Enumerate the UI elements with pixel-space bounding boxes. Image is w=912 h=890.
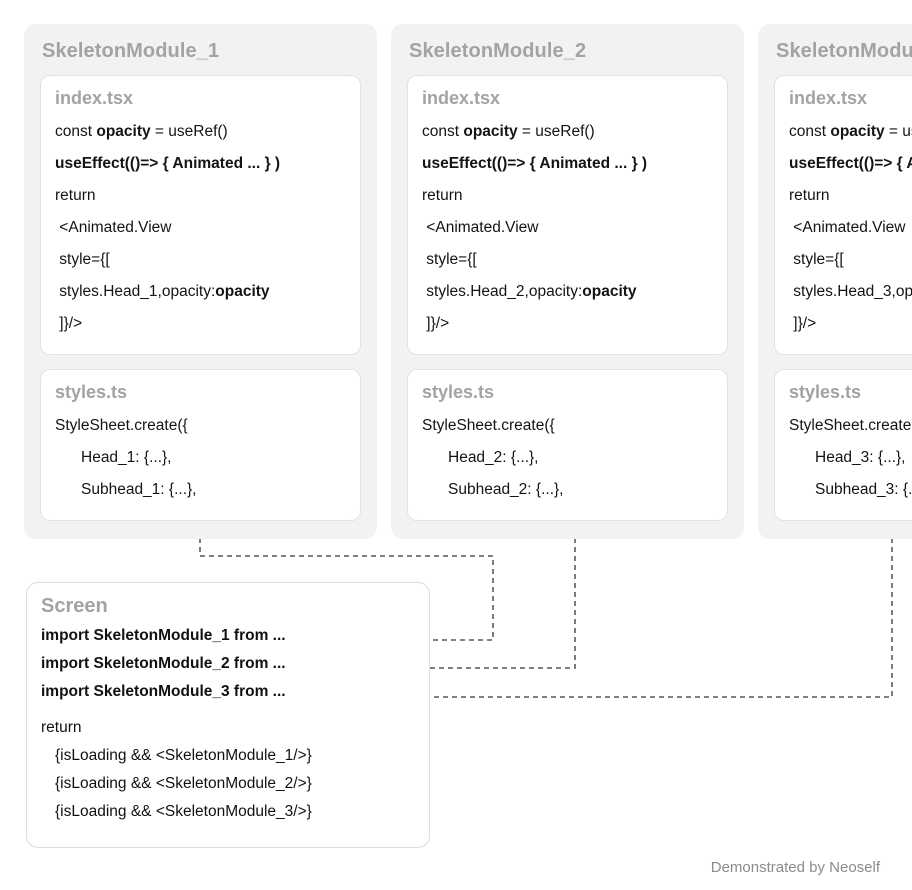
module-card-3: SkeletonModule_3 index.tsx const opacity… xyxy=(758,24,912,539)
code-line: return xyxy=(422,187,463,204)
code-line: <Animated.View xyxy=(55,219,172,236)
styles-file-card: styles.ts StyleSheet.create({ Head_3: {.… xyxy=(774,369,912,521)
module-card-2: SkeletonModule_2 index.tsx const opacity… xyxy=(391,24,744,539)
code-line: styles.Head_1,opacity:opacity xyxy=(55,283,270,300)
code-line: styles.Head_3,opacity:opacity xyxy=(793,283,912,300)
module-title: SkeletonModule_3 xyxy=(776,40,912,62)
module-title: SkeletonModule_2 xyxy=(409,40,587,62)
code-line: const opacity = useRef() xyxy=(55,123,228,140)
code-line: Subhead_2: {...}, xyxy=(448,481,564,498)
code-line: style={[ xyxy=(789,251,844,268)
index-file-card: index.tsx const opacity = useRef() useEf… xyxy=(407,75,728,355)
code-line: Head_1: {...}, xyxy=(81,449,172,466)
screen-jsx-line: {isLoading && <SkeletonModule_2/>} xyxy=(55,775,312,792)
skeleton-modules-row: SkeletonModule_1 index.tsx const opacity… xyxy=(24,24,912,539)
file-title-styles: styles.ts xyxy=(422,382,495,402)
screen-return-keyword: return xyxy=(41,719,82,736)
code-line: Head_3: {...}, xyxy=(815,449,906,466)
connector-module-3 xyxy=(398,538,893,698)
code-line: Subhead_3: {...}, xyxy=(815,481,912,498)
code-line: style={[ xyxy=(55,251,110,268)
code-line: <Animated.View xyxy=(789,219,906,236)
module-title: SkeletonModule_1 xyxy=(42,40,220,62)
screen-jsx-line: {isLoading && <SkeletonModule_1/>} xyxy=(55,747,312,764)
code-line: style={[ xyxy=(422,251,477,268)
file-title-index: index.tsx xyxy=(422,88,501,108)
screen-import-line: import SkeletonModule_3 from ... xyxy=(41,683,286,700)
code-line: return xyxy=(55,187,96,204)
code-line: StyleSheet.create({ xyxy=(422,417,555,434)
code-line: const opacity = useRef() xyxy=(789,123,912,140)
screen-import-line: import SkeletonModule_2 from ... xyxy=(41,655,286,672)
code-line: <Animated.View xyxy=(422,219,539,236)
file-title-index: index.tsx xyxy=(789,88,868,108)
screen-title: Screen xyxy=(41,595,108,617)
code-line: useEffect(()=> { Animated ... } ) xyxy=(55,155,281,172)
code-line: return xyxy=(789,187,830,204)
code-line: ]}/> xyxy=(422,315,450,332)
code-line: ]}/> xyxy=(55,315,83,332)
screen-jsx-line: {isLoading && <SkeletonModule_3/>} xyxy=(55,803,312,820)
module-card-1: SkeletonModule_1 index.tsx const opacity… xyxy=(24,24,377,539)
index-file-card: index.tsx const opacity = useRef() useEf… xyxy=(774,75,912,355)
styles-file-card: styles.ts StyleSheet.create({ Head_2: {.… xyxy=(407,369,728,521)
code-line: useEffect(()=> { Animated ... } ) xyxy=(422,155,648,172)
code-line: useEffect(()=> { Animated ... } ) xyxy=(789,155,912,172)
styles-file-card: styles.ts StyleSheet.create({ Head_1: {.… xyxy=(40,369,361,521)
code-line: Subhead_1: {...}, xyxy=(81,481,197,498)
code-line: styles.Head_2,opacity:opacity xyxy=(422,283,637,300)
screen-import-line: import SkeletonModule_1 from ... xyxy=(41,627,286,644)
file-title-styles: styles.ts xyxy=(55,382,128,402)
screen-card: Screen import SkeletonModule_1 from ... … xyxy=(26,582,430,848)
file-title-styles: styles.ts xyxy=(789,382,862,402)
code-line: StyleSheet.create({ xyxy=(55,417,188,434)
file-title-index: index.tsx xyxy=(55,88,134,108)
footer-credit: Demonstrated by Neoself xyxy=(710,859,880,876)
code-line: const opacity = useRef() xyxy=(422,123,595,140)
code-line: StyleSheet.create({ xyxy=(789,417,912,434)
index-file-card: index.tsx const opacity = useRef() useEf… xyxy=(40,75,361,355)
code-line: ]}/> xyxy=(789,315,817,332)
code-line: Head_2: {...}, xyxy=(448,449,539,466)
